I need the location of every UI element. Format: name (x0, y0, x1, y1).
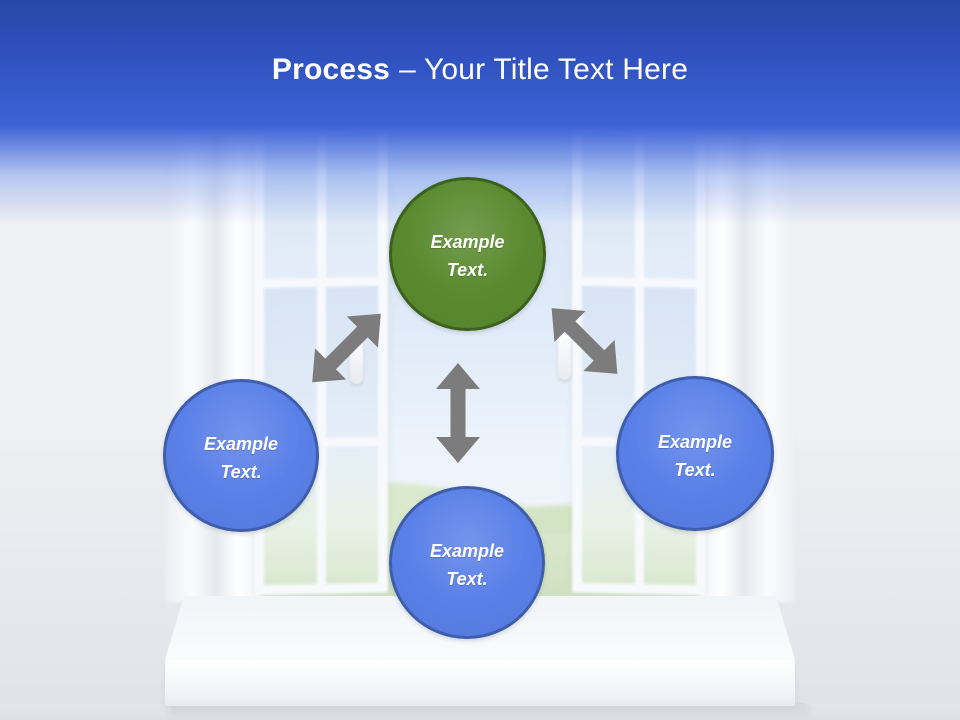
process-node-top[interactable]: Example Text. (389, 177, 546, 331)
slide-title-text: – Your Title Text Here (399, 53, 689, 86)
double-arrow-shape (312, 313, 381, 383)
process-node-right[interactable]: Example Text. (616, 376, 774, 531)
double-arrow-left-diagonal-icon[interactable] (297, 298, 397, 398)
window-sill-front (165, 660, 795, 706)
process-node-left[interactable]: Example Text. (163, 379, 319, 532)
node-label-line: Text. (446, 260, 489, 280)
sill-shadow (170, 702, 810, 720)
node-label-line: Example (657, 431, 733, 452)
double-arrow-shape (551, 308, 618, 374)
double-arrow-vertical-icon[interactable] (436, 363, 480, 463)
slide-title[interactable]: Process– Your Title Text Here (0, 52, 960, 88)
node-label-line: Example (430, 232, 505, 252)
double-arrow-right-diagonal-icon[interactable] (536, 293, 633, 390)
process-node-bottom[interactable]: Example Text. (389, 486, 545, 639)
lower-wall (0, 704, 960, 720)
slide-title-emphasis: Process (271, 53, 391, 86)
node-label-line: Example (203, 433, 279, 454)
window-handle-right (558, 334, 571, 380)
node-label-line: Example (429, 540, 505, 561)
double-arrow-shape (436, 363, 480, 463)
node-label-line: Text. (220, 461, 262, 482)
node-label-line: Text. (674, 459, 716, 480)
node-label-line: Text. (446, 568, 488, 589)
